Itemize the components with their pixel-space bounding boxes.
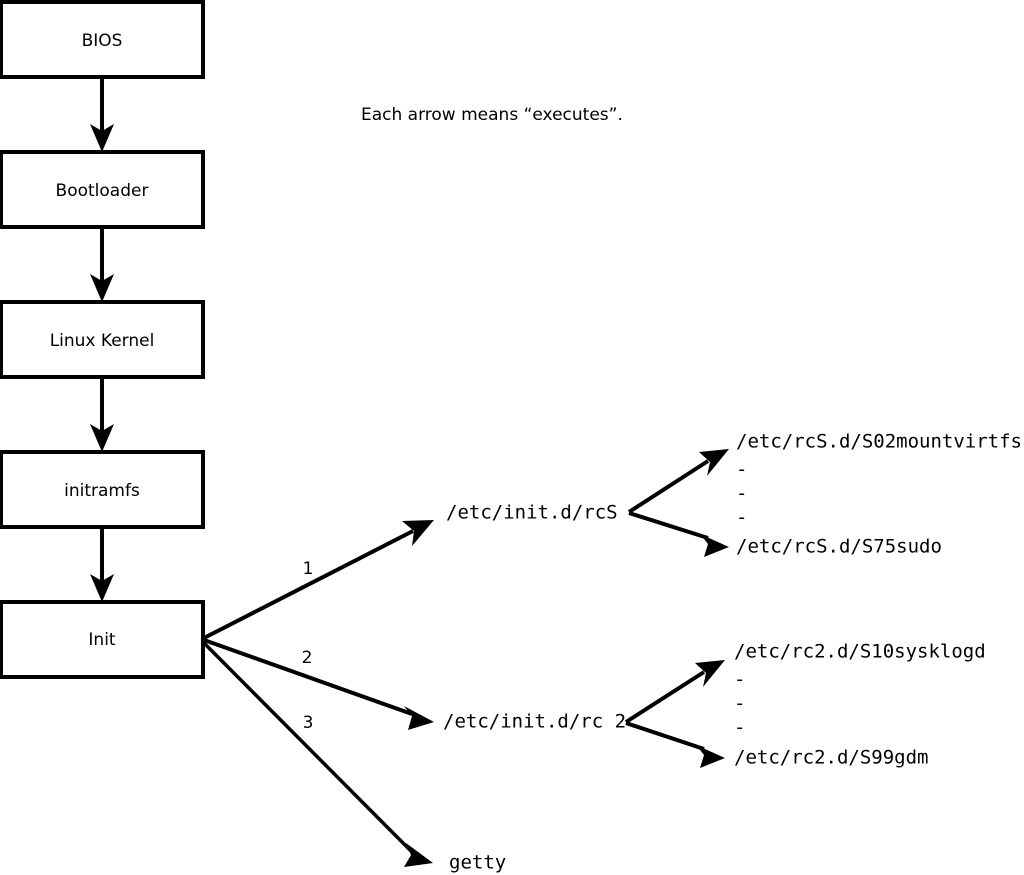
arrow-init-branch-3 xyxy=(202,641,433,867)
box-initramfs[interactable]: initramfs xyxy=(0,450,205,529)
rcs-script-first[interactable]: /etc/rcS.d/S02mountvirtfs xyxy=(736,431,1022,453)
box-bios-rect xyxy=(0,0,205,79)
arrow-init-branch-1 xyxy=(203,520,434,640)
arrow-rc2-to-last-script xyxy=(625,721,725,768)
edge-number-2: 2 xyxy=(302,648,313,668)
arrow-head-icon xyxy=(696,745,725,768)
arrow-init-branch-2 xyxy=(203,638,434,730)
box-linux-kernel[interactable]: Linux Kernel xyxy=(0,300,205,379)
rc2-ellipsis-dash-1: - xyxy=(734,669,745,691)
box-initramfs-label: initramfs xyxy=(64,481,140,501)
arrow-head-icon xyxy=(700,534,729,557)
arrow-rc2-to-first-script xyxy=(624,660,725,724)
arrow-head-icon xyxy=(402,520,434,546)
arrow-kernel-to-initramfs xyxy=(90,377,114,452)
box-linux-kernel-label: Linux Kernel xyxy=(50,331,155,351)
diagram-caption: Each arrow means “executes”. xyxy=(361,105,623,125)
rcs-ellipsis-dash-1: - xyxy=(736,459,747,481)
rc2-ellipsis-dash-3: - xyxy=(734,717,745,739)
rcs-ellipsis-dash-2: - xyxy=(736,483,747,505)
arrow-head-icon xyxy=(90,574,114,602)
box-bootloader-label: Bootloader xyxy=(56,181,149,201)
edge-number-3: 3 xyxy=(303,713,314,733)
arrow-rcs-to-last-script xyxy=(628,511,729,557)
edge-number-1: 1 xyxy=(303,559,314,579)
rc2-script-last[interactable]: /etc/rc2.d/S99gdm xyxy=(734,747,928,769)
box-initramfs-rect xyxy=(0,450,205,529)
arrow-bootloader-to-kernel xyxy=(90,227,114,302)
box-bios[interactable]: BIOS xyxy=(0,0,205,79)
arrow-head-icon xyxy=(699,449,729,476)
box-bios-label: BIOS xyxy=(82,31,123,51)
rc2-script-first[interactable]: /etc/rc2.d/S10sysklogd xyxy=(734,641,986,663)
box-init[interactable]: Init xyxy=(0,600,205,679)
arrow-bios-to-bootloader xyxy=(90,77,114,152)
arrow-head-icon xyxy=(90,124,114,152)
branch-target-rcs[interactable]: /etc/init.d/rcS xyxy=(446,502,618,524)
arrow-rcs-to-first-script xyxy=(627,449,729,514)
box-bootloader[interactable]: Bootloader xyxy=(0,150,205,229)
rcs-script-last[interactable]: /etc/rcS.d/S75sudo xyxy=(736,536,942,558)
arrow-head-icon xyxy=(695,660,725,687)
box-init-label: Init xyxy=(88,630,116,650)
arrow-head-icon xyxy=(404,843,433,867)
rc2-ellipsis-dash-2: - xyxy=(734,693,745,715)
arrow-head-icon xyxy=(90,274,114,302)
arrow-initramfs-to-init xyxy=(90,527,114,602)
branch-target-rc2[interactable]: /etc/init.d/rc 2 xyxy=(443,711,626,733)
rcs-ellipsis-dash-3: - xyxy=(736,507,747,529)
branch-target-getty[interactable]: getty xyxy=(449,852,506,874)
arrow-head-icon xyxy=(404,706,434,730)
arrow-head-icon xyxy=(90,424,114,452)
